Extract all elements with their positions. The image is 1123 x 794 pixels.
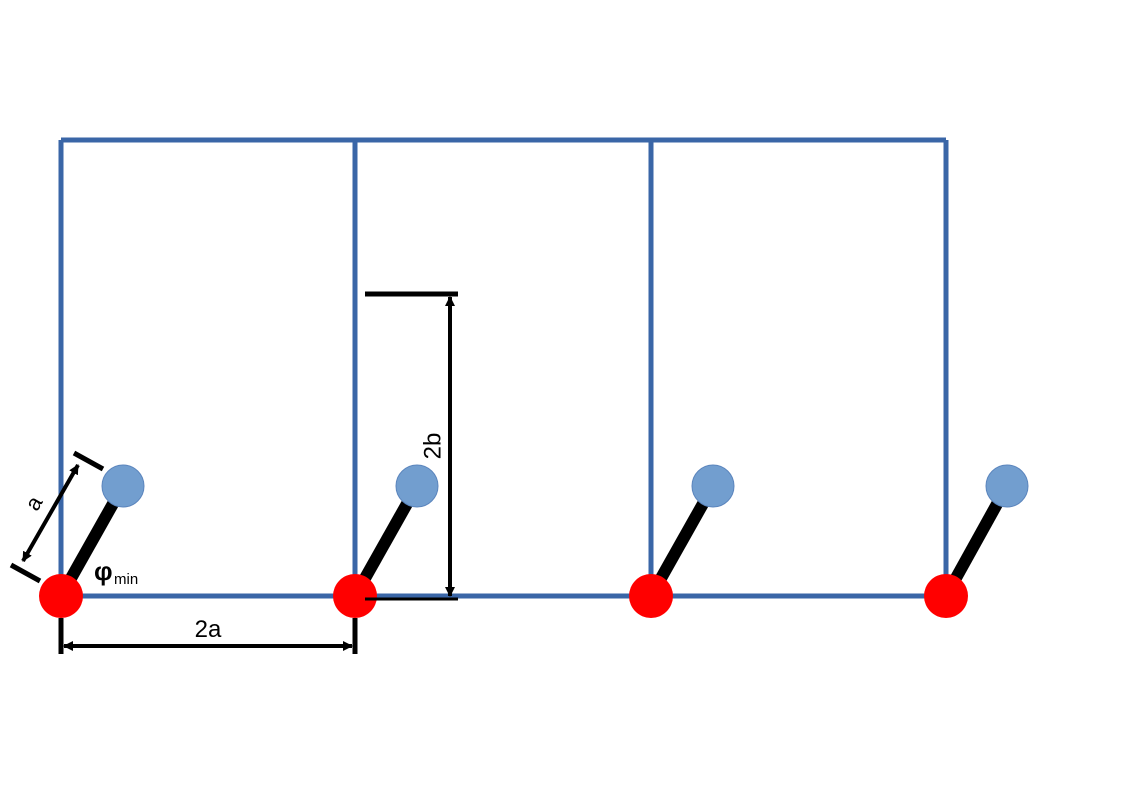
angle-phi-symbol: φ (94, 556, 113, 586)
angle-label: φ min (94, 556, 138, 588)
pendulum-bob (985, 464, 1029, 508)
pendulum-pivot (39, 574, 83, 618)
dimension-2b: 2b (365, 291, 458, 601)
pendulum-3 (629, 464, 735, 618)
dimension-a-arrow (21, 464, 80, 562)
pendulum-pivot (333, 574, 377, 618)
dimension-a-tick-top (72, 450, 105, 472)
dimension-2b-label: 2b (419, 433, 446, 460)
dimension-a: a (9, 450, 105, 584)
pendulum-pivot (924, 574, 968, 618)
pendulum-1 (39, 464, 145, 618)
dimension-2a: 2a (58, 616, 358, 654)
dimension-a-tick-bottom (9, 562, 42, 584)
dimension-a-label: a (20, 491, 48, 515)
frame (58, 137, 949, 599)
angle-phi-subscript: min (114, 571, 138, 588)
dimension-2a-label: 2a (195, 616, 222, 643)
pendulum-bob (101, 464, 145, 508)
pendulum-bob (691, 464, 735, 508)
pendulum-pivot (629, 574, 673, 618)
pendulum-2 (333, 464, 439, 618)
pendulum-bob (395, 464, 439, 508)
pendulum-4 (924, 464, 1029, 618)
